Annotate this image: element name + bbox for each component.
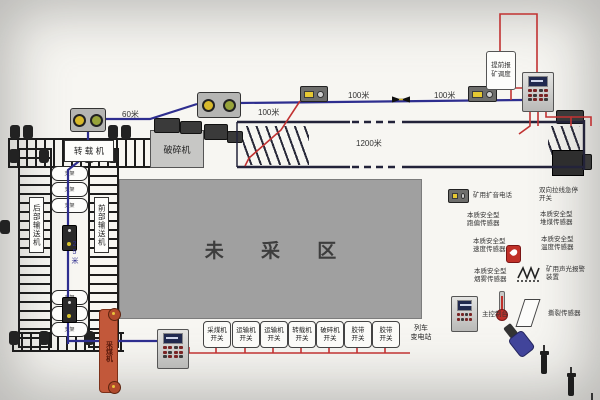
belt-tail-hatch bbox=[243, 126, 309, 165]
legend-control-console-icon bbox=[451, 296, 478, 332]
legend-loudspeaker-phone-icon bbox=[448, 189, 469, 203]
face-substation-icon bbox=[62, 297, 77, 323]
line-speaker-icon bbox=[300, 86, 328, 102]
loudspeaker-phone-icon bbox=[70, 108, 106, 132]
note-line2: 矿调度 bbox=[491, 70, 511, 78]
phone-dial-icon bbox=[202, 98, 215, 112]
clamp-icon bbox=[84, 331, 94, 345]
legend-label: 本质安全型 烟雾传感器 bbox=[474, 268, 507, 284]
shearer-joint-icon bbox=[108, 381, 121, 394]
distance-label: 1200米 bbox=[356, 139, 382, 148]
switch-box-crusher: 破碎机开关 bbox=[316, 321, 344, 348]
legend-alarm-icon bbox=[517, 265, 541, 282]
switch-box-conveyor-2: 运输机开关 bbox=[260, 321, 288, 348]
front-conveyor-label-box: 前部输送机 bbox=[94, 197, 109, 253]
shearer-label: 采煤机 bbox=[105, 340, 113, 362]
switch-box-conveyor-1: 运输机开关 bbox=[232, 321, 260, 348]
hydraulic-support: 支架 bbox=[51, 182, 88, 197]
switch-box-belt-2: 胶带开关 bbox=[372, 321, 400, 348]
crusher-motor-icon bbox=[180, 121, 202, 134]
pull-wire-switch-icon bbox=[392, 96, 410, 103]
sensor-spacing-label: 25米 bbox=[71, 241, 78, 265]
face-control-console bbox=[157, 329, 189, 369]
distance-label: 60米 bbox=[122, 110, 139, 119]
switch-box-shearer: 采煤机开关 bbox=[203, 321, 231, 348]
phone-dial-icon bbox=[73, 113, 86, 127]
clamp-icon bbox=[39, 331, 49, 345]
shearer-body: 采煤机 bbox=[99, 308, 121, 394]
clamp-icon bbox=[121, 125, 131, 139]
clamp-icon bbox=[10, 125, 20, 139]
legend-label: 本质安全型 堆煤传感器 bbox=[540, 211, 573, 227]
stage-loader-label: 转 载 机 bbox=[73, 146, 105, 156]
console-keys bbox=[526, 89, 550, 101]
front-conveyor-label: 前部输送机 bbox=[97, 203, 107, 247]
temperature-sensor-icon bbox=[496, 291, 508, 321]
line-speaker-icon bbox=[468, 86, 497, 102]
main-control-console bbox=[522, 72, 554, 112]
legend-label: 矿用声光报警 装置 bbox=[546, 266, 585, 282]
train-substation-label: 列车 变电站 bbox=[410, 325, 432, 342]
coal-pile-sensor-icon bbox=[539, 345, 549, 374]
unmined-area-label: 未 采 区 bbox=[204, 240, 353, 262]
hydraulic-support: 支架 bbox=[51, 198, 88, 213]
switch-box-stage-loader: 转载机开关 bbox=[288, 321, 316, 348]
note-line1: 提前报 bbox=[491, 62, 511, 70]
clamp-icon bbox=[108, 125, 118, 139]
dispatch-note-box: 提前报 矿调度 bbox=[486, 51, 516, 90]
clamp-icon bbox=[0, 220, 10, 234]
deviation-sensor-icon bbox=[586, 393, 600, 400]
belt-drive-block bbox=[552, 150, 584, 176]
rear-conveyor-label: 后部输送机 bbox=[32, 203, 42, 247]
legend-label: 本质安全型 跑偏传感器 bbox=[467, 212, 500, 228]
distance-label: 100米 bbox=[348, 91, 370, 100]
legend-label: 双向拉线急停 开关 bbox=[539, 187, 578, 203]
belt-tail-pulley-icon bbox=[227, 131, 243, 143]
legend-label: 主控制台 bbox=[482, 311, 508, 318]
phone-dial-icon bbox=[223, 98, 236, 112]
distance-label: 100米 bbox=[258, 108, 280, 117]
clamp-icon bbox=[39, 149, 49, 163]
belt-drive-side-icon bbox=[582, 154, 592, 170]
hydraulic-support: 支架 bbox=[51, 166, 88, 181]
crusher-motor-icon bbox=[154, 118, 180, 133]
clamp-icon bbox=[9, 331, 19, 345]
crusher-label: 破碎机 bbox=[163, 144, 191, 155]
legend-label: 本质安全型 速度传感器 bbox=[473, 238, 506, 254]
rear-conveyor-label-box: 后部输送机 bbox=[29, 197, 44, 253]
stage-loader-label-box: 转 载 机 bbox=[64, 140, 114, 162]
clamp-icon bbox=[9, 149, 19, 163]
unmined-area-block: 未 采 区 bbox=[119, 179, 422, 319]
smoke-sensor-icon bbox=[506, 245, 521, 263]
distance-label: 100米 bbox=[434, 91, 456, 100]
console-keys bbox=[161, 346, 185, 358]
legend-label: 本质安全型 温度传感器 bbox=[541, 236, 574, 252]
loudspeaker-phone-icon bbox=[197, 92, 241, 118]
face-substation-icon bbox=[62, 225, 77, 251]
phone-dial-icon bbox=[90, 113, 103, 127]
coal-pile-sensor-icon bbox=[566, 367, 576, 396]
console-screen bbox=[163, 333, 183, 344]
legend-label: 撕裂传感器 bbox=[548, 310, 581, 317]
console-screen bbox=[528, 76, 548, 87]
legend-label: 矿用扩音电话 bbox=[473, 192, 512, 199]
clamp-icon bbox=[23, 125, 33, 139]
shearer-joint-icon bbox=[108, 308, 121, 321]
switch-box-belt-1: 胶带开关 bbox=[344, 321, 372, 348]
